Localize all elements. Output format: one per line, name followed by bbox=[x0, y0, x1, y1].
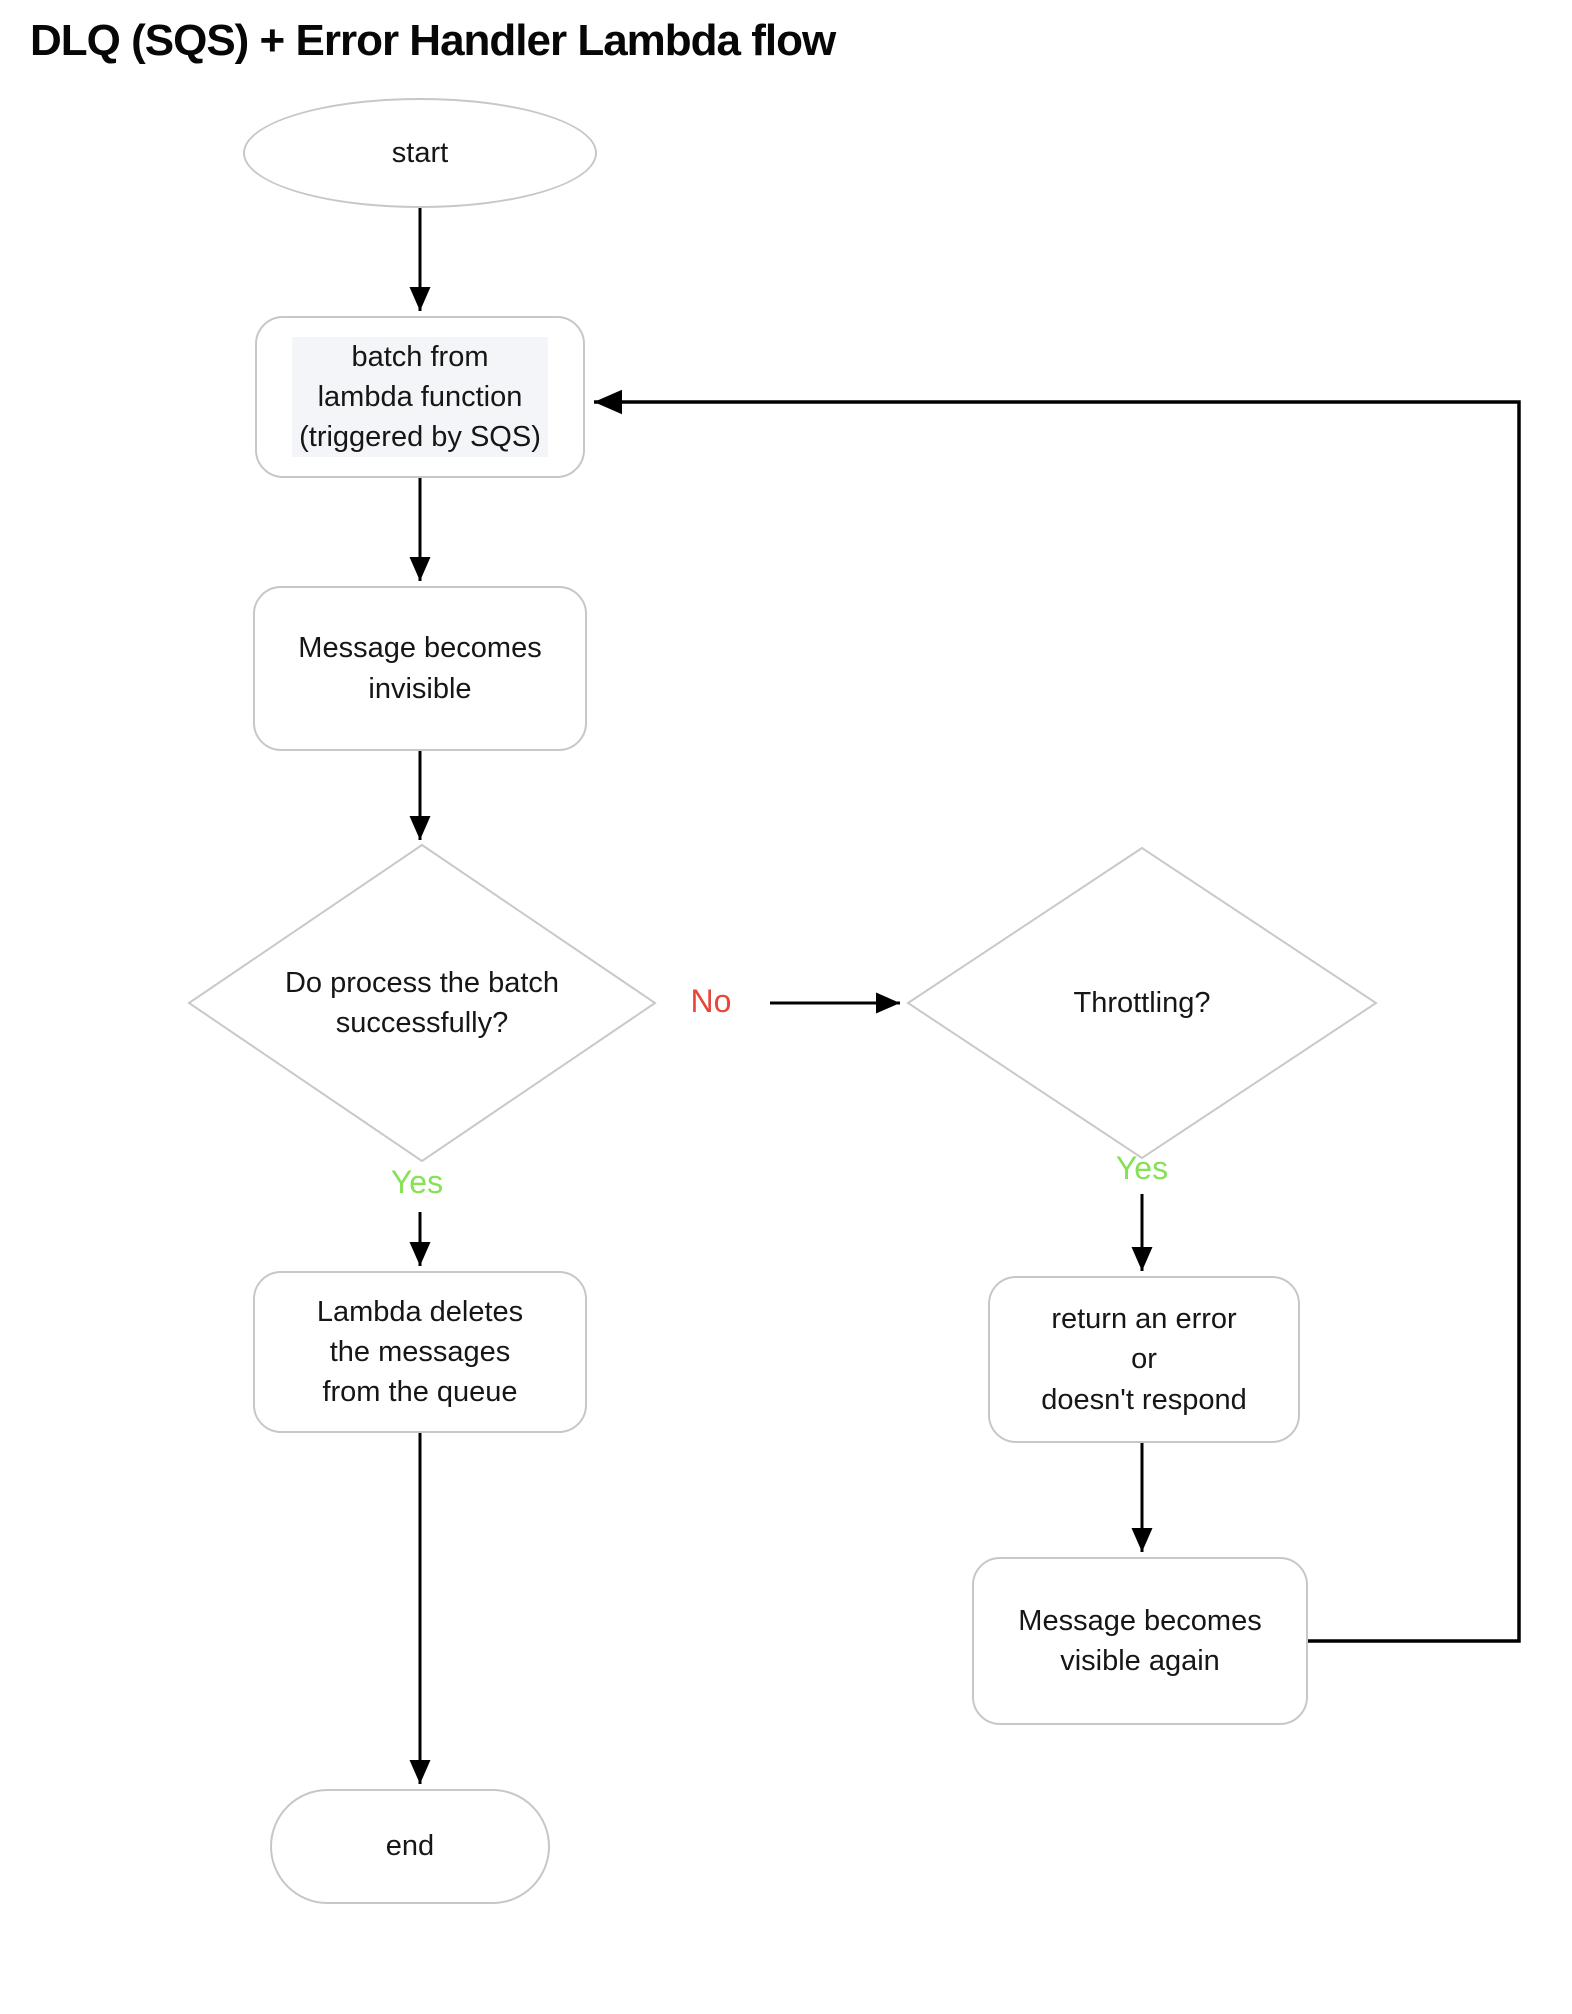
message-invisible-label: Message becomes invisible bbox=[298, 632, 542, 705]
return-error-box: return an error or doesn't respond bbox=[988, 1276, 1300, 1443]
return-error-label: return an error or doesn't respond bbox=[1041, 1303, 1247, 1416]
message-invisible-box: Message becomes invisible bbox=[253, 586, 587, 751]
edge-label-yes-left: Yes bbox=[390, 1164, 444, 1200]
message-visible-box: Message becomes visible again bbox=[972, 1557, 1308, 1725]
end-label: end bbox=[385, 1830, 435, 1863]
throttling-decision-label: Throttling? bbox=[1073, 986, 1211, 1019]
throttling-decision-shape bbox=[906, 846, 1378, 1160]
edge-visible-loop-to-batch bbox=[594, 389, 1521, 1643]
lambda-deletes-label: Lambda deletes the messages from the que… bbox=[316, 1295, 524, 1408]
batch-process-box: batch from lambda function (triggered by… bbox=[255, 316, 585, 478]
end-terminator: end bbox=[270, 1789, 550, 1904]
edge-label-no: No bbox=[690, 983, 732, 1019]
page-title: DLQ (SQS) + Error Handler Lambda flow bbox=[30, 16, 836, 65]
lambda-deletes-box: Lambda deletes the messages from the que… bbox=[253, 1271, 587, 1433]
edge-label-yes-right: Yes bbox=[1115, 1150, 1169, 1186]
process-success-decision-shape bbox=[187, 843, 657, 1163]
process-success-decision-label: Do process the batch successfully? bbox=[284, 966, 560, 1039]
batch-label: batch from lambda function (triggered by… bbox=[292, 336, 548, 458]
message-visible-label: Message becomes visible again bbox=[1018, 1604, 1262, 1677]
start-label: start bbox=[391, 136, 449, 169]
start-terminator: start bbox=[243, 98, 597, 208]
